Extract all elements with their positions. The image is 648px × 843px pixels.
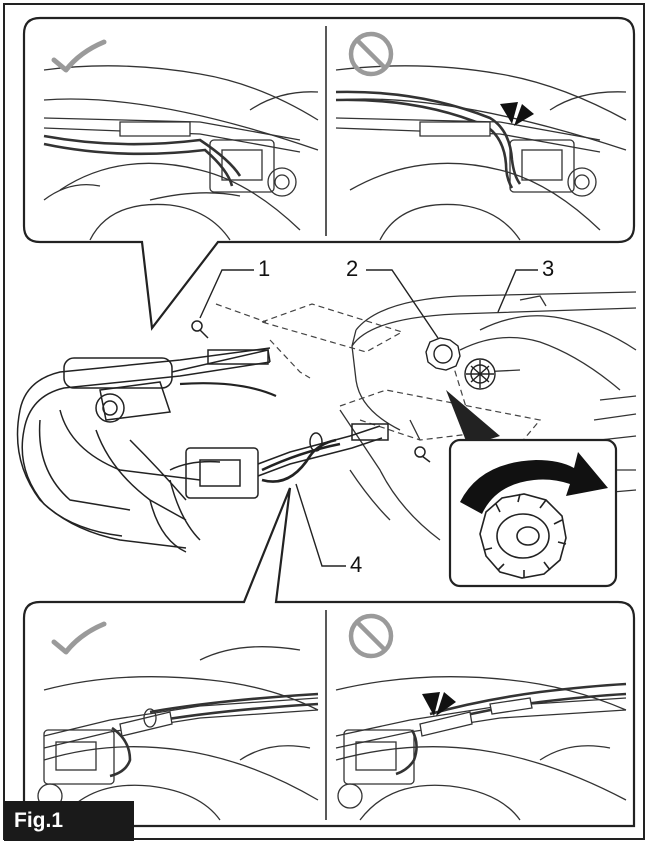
- callout-1: 1: [258, 256, 271, 281]
- bottom-correct-panel: [37, 646, 319, 821]
- inset-knob: [479, 493, 567, 579]
- top-correct-panel: [43, 65, 319, 241]
- mower-body: [339, 291, 637, 541]
- bottom-incorrect-panel: [335, 676, 627, 821]
- rotate-clockwise-arrow-icon: [460, 452, 608, 514]
- pinch-arrow-icon: [500, 102, 534, 126]
- screw-1: [191, 320, 209, 339]
- prohibited-icon: [348, 31, 394, 77]
- screw-lower: [414, 446, 431, 463]
- handle-assembly: [16, 347, 389, 553]
- checkmark-icon: [51, 621, 107, 655]
- top-detail-box: [22, 16, 636, 331]
- knob-receiver: [464, 358, 496, 390]
- callout-3: 3: [542, 256, 555, 281]
- knob-2: [425, 337, 461, 371]
- figure-frame: [3, 3, 645, 840]
- checkmark-icon: [51, 39, 107, 73]
- callout-4: 4: [350, 552, 363, 577]
- callout-2: 2: [346, 256, 359, 281]
- leader-lines: [199, 269, 538, 567]
- pinch-arrow-icon: [422, 692, 456, 716]
- dashed-guides: [215, 303, 542, 445]
- figure-label: Fig.1: [4, 801, 134, 841]
- top-incorrect-panel: [335, 65, 627, 241]
- prohibited-icon: [348, 613, 394, 659]
